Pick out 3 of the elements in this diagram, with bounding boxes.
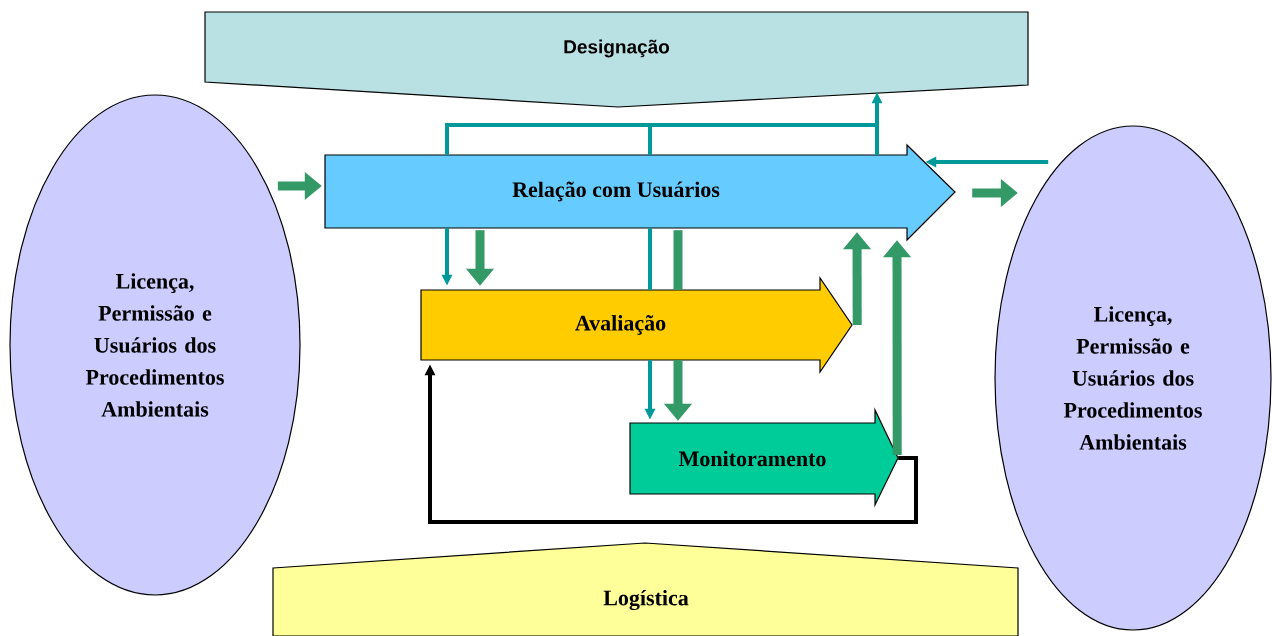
process-box: Relação com Usuários: [324, 143, 956, 242]
process-box: Avaliação: [420, 276, 853, 374]
process-box: Monitoramento: [629, 407, 899, 508]
